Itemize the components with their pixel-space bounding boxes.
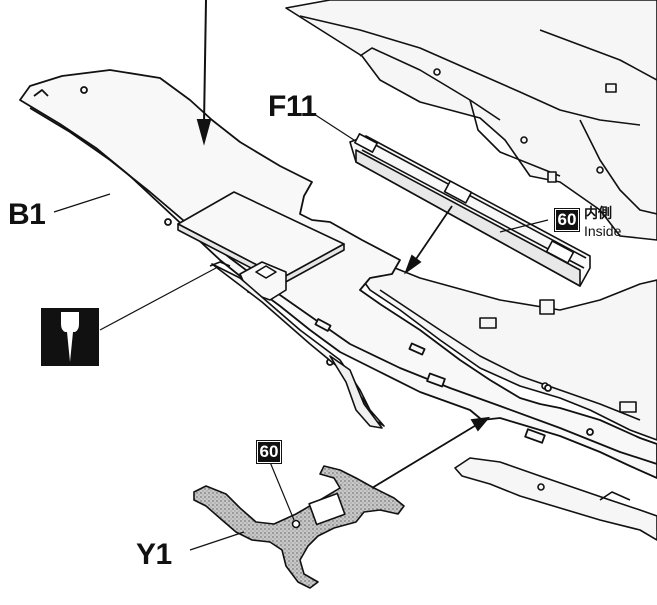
arrow-y1-to-floor <box>371 416 491 489</box>
inside-jp-note: 内側 <box>584 205 612 221</box>
inside-en-note: Inside <box>584 223 622 239</box>
b1-floor-panel <box>19 69 657 479</box>
label-f11: F11 <box>268 90 317 123</box>
hobby-knife-icon <box>41 308 99 366</box>
side-rail-part <box>359 267 657 441</box>
f11-part <box>349 133 591 287</box>
y1-part <box>193 465 405 589</box>
y1-cement-badge: 60 <box>256 440 282 464</box>
arrow-f11-to-floor <box>404 205 453 275</box>
lower-frame-part <box>454 457 657 541</box>
leader-lines <box>53 113 549 551</box>
label-b1: B1 <box>8 198 46 231</box>
chassis-frame-part <box>285 0 657 241</box>
hobby-knife-glyph <box>61 312 79 362</box>
arrow-from-top <box>196 0 212 146</box>
b1-mount-rail <box>209 261 385 429</box>
label-y1: Y1 <box>136 538 172 571</box>
inside-cement-badge: 60 <box>554 208 580 232</box>
